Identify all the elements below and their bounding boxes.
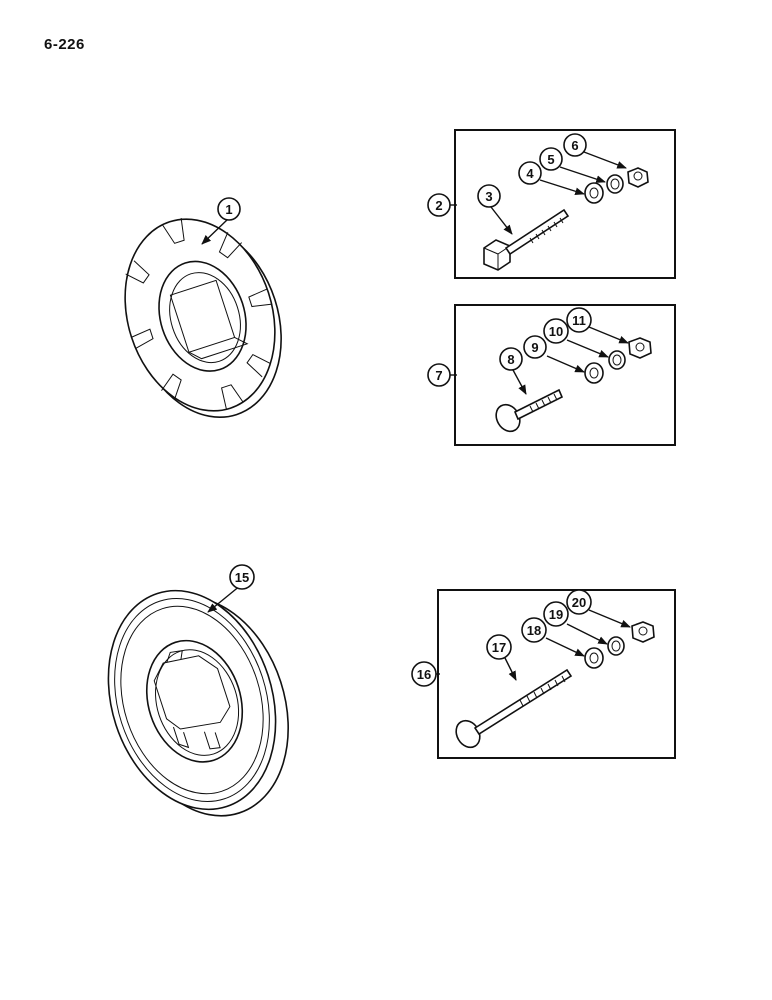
svg-text:19: 19 <box>549 607 563 622</box>
callout-4: 4 <box>518 161 542 185</box>
hex-bolt-3 <box>483 208 570 271</box>
callout-15: 15 <box>229 564 255 590</box>
svg-text:10: 10 <box>549 324 563 339</box>
flat-washer-4 <box>584 182 604 204</box>
callout-11: 11 <box>566 307 592 333</box>
callout-3: 3 <box>477 184 501 208</box>
svg-text:17: 17 <box>492 640 506 655</box>
carriage-bolt-8 <box>495 388 564 433</box>
svg-text:1: 1 <box>225 202 232 217</box>
svg-text:6: 6 <box>571 138 578 153</box>
callout-2: 2 <box>427 193 451 217</box>
callout-8: 8 <box>499 347 523 371</box>
carriage-bolt-17 <box>455 668 573 749</box>
svg-text:16: 16 <box>417 667 431 682</box>
svg-text:7: 7 <box>435 368 442 383</box>
page-number: 6-226 <box>44 36 85 53</box>
nut-6 <box>627 167 649 188</box>
hardware-box-7 <box>454 304 676 446</box>
svg-text:5: 5 <box>547 152 554 167</box>
nut-11 <box>628 337 652 359</box>
callout-20: 20 <box>566 589 592 615</box>
flat-washer-18 <box>584 647 604 669</box>
cast-weight-15 <box>107 589 289 817</box>
lock-washer-5 <box>606 174 624 194</box>
callout-18: 18 <box>521 617 547 643</box>
svg-text:3: 3 <box>485 189 492 204</box>
nut-20 <box>631 621 655 643</box>
callout-16: 16 <box>411 661 437 687</box>
lock-washer-19 <box>607 636 625 656</box>
svg-text:4: 4 <box>526 166 534 181</box>
callout-19: 19 <box>543 601 569 627</box>
callout-1: 1 <box>217 197 241 221</box>
lock-washer-10 <box>608 350 626 370</box>
svg-text:11: 11 <box>572 313 586 328</box>
svg-text:8: 8 <box>507 352 514 367</box>
svg-text:15: 15 <box>235 570 249 585</box>
callout-10: 10 <box>543 318 569 344</box>
callout-17: 17 <box>486 634 512 660</box>
flat-washer-9 <box>584 362 604 384</box>
callout-9: 9 <box>523 335 547 359</box>
callout-7: 7 <box>427 363 451 387</box>
svg-text:18: 18 <box>527 623 541 638</box>
svg-text:2: 2 <box>435 198 442 213</box>
weight-plate-1 <box>124 218 282 418</box>
callout-5: 5 <box>539 147 563 171</box>
leader-lines <box>201 151 631 681</box>
callout-6: 6 <box>563 133 587 157</box>
svg-text:20: 20 <box>572 595 586 610</box>
svg-text:9: 9 <box>531 340 538 355</box>
